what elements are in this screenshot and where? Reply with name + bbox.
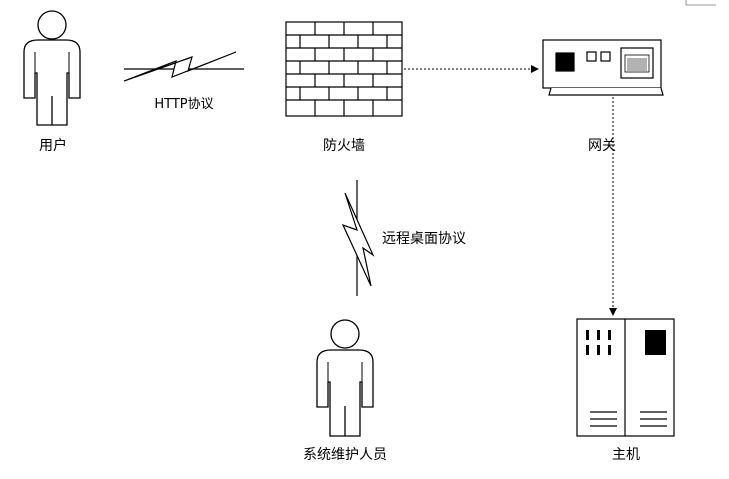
firewall-brick-icon [285, 21, 403, 117]
host-server-icon [576, 318, 675, 437]
maintainer-label: 系统维护人员 [303, 447, 387, 463]
firewall-label: 防火墙 [323, 138, 365, 154]
rdp-link-label: 远程桌面协议 [382, 231, 466, 247]
user-label: 用户 [39, 137, 67, 154]
http-link-lightning [123, 51, 244, 82]
host-label: 主机 [612, 447, 640, 463]
rdp-link-lightning [341, 180, 375, 296]
user-person-icon [23, 10, 81, 126]
maintainer-person-icon [316, 319, 374, 437]
corner-fragment [685, 0, 716, 6]
gateway-device-icon [542, 39, 664, 96]
gateway-label: 网关 [588, 138, 616, 154]
http-link-label: HTTP协议 [154, 97, 213, 112]
